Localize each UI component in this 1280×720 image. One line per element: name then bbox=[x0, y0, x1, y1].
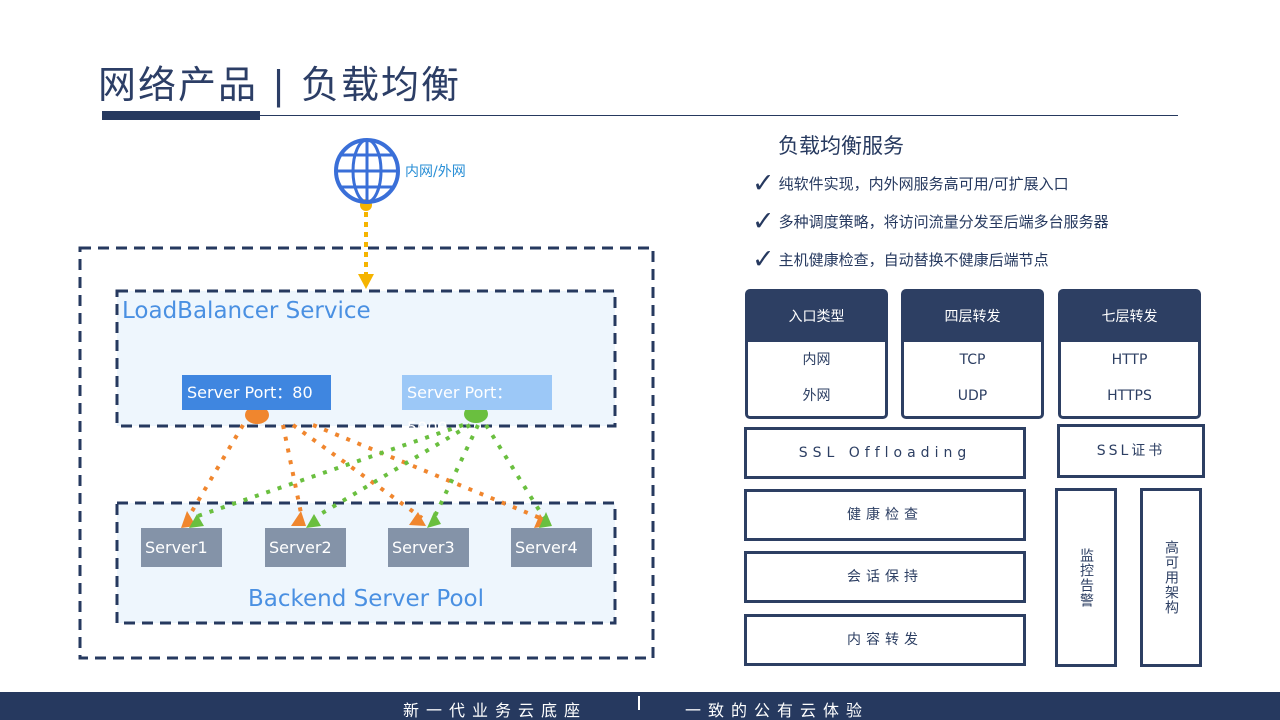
card-item: 外网 bbox=[802, 388, 831, 404]
page-title: 网络产品 | 负载均衡 bbox=[98, 63, 461, 107]
server-2: Server2 bbox=[265, 528, 346, 567]
backend-pool-title: Backend Server Pool bbox=[248, 586, 484, 612]
monitoring-alert-label: 监控告警 bbox=[1078, 547, 1094, 608]
server-4: Server4 bbox=[511, 528, 592, 567]
ssl-cert-box: SSL证书 bbox=[1057, 424, 1205, 478]
card-l4-forwarding: 四层转发 TCP UDP bbox=[901, 289, 1044, 419]
check-icon: ✓ bbox=[752, 244, 775, 275]
footer-divider bbox=[638, 696, 640, 710]
card-item: HTTP bbox=[1111, 352, 1148, 368]
card-item: TCP bbox=[959, 352, 986, 368]
feature-item: ✓ 主机健康检查，自动替换不健康后端节点 bbox=[752, 246, 1049, 273]
green-traffic-lines bbox=[191, 423, 546, 520]
port1-connector bbox=[245, 406, 269, 424]
footer-bar: 新一代业务云底座 一致的公有云体验 bbox=[0, 692, 1280, 720]
high-availability-box: 高可用架构 bbox=[1140, 488, 1202, 667]
feature-item: ✓ 纯软件实现，内外网服务高可用/可扩展入口 bbox=[752, 170, 1069, 197]
globe-arrow-head bbox=[358, 274, 374, 289]
lb-service-title: LoadBalancer Service bbox=[122, 298, 371, 324]
card-l7-forwarding: 七层转发 HTTP HTTPS bbox=[1058, 289, 1201, 419]
card-entry-type: 入口类型 内网 外网 bbox=[745, 289, 888, 419]
feature-text: 主机健康检查，自动替换不健康后端节点 bbox=[778, 251, 1049, 269]
feature-text: 纯软件实现，内外网服务高可用/可扩展入口 bbox=[778, 175, 1069, 193]
orange-traffic-lines bbox=[186, 423, 541, 520]
network-scope-label: 内网/外网 bbox=[405, 164, 466, 180]
health-check-box: 健康检查 bbox=[744, 489, 1026, 541]
arrow-heads bbox=[181, 511, 552, 528]
title-underline-accent bbox=[102, 111, 260, 120]
server-3: Server3 bbox=[388, 528, 469, 567]
card-header: 七层转发 bbox=[1061, 292, 1198, 342]
ssl-offloading-box: SSL Offloading bbox=[744, 427, 1026, 479]
feature-text: 多种调度策略，将访问流量分发至后端多台服务器 bbox=[778, 213, 1109, 231]
card-header: 入口类型 bbox=[748, 292, 885, 342]
server-1: Server1 bbox=[141, 528, 222, 567]
outer-dashed-frame bbox=[78, 246, 655, 660]
high-availability-label: 高可用架构 bbox=[1163, 540, 1179, 615]
monitoring-alert-box: 监控告警 bbox=[1055, 488, 1117, 667]
card-header: 四层转发 bbox=[904, 292, 1041, 342]
server-port-80: Server Port：80 bbox=[182, 375, 331, 410]
content-forwarding-box: 内容转发 bbox=[744, 614, 1026, 666]
title-underline bbox=[260, 115, 1178, 116]
server-port-5000: Server Port：5000 bbox=[402, 375, 552, 437]
globe-icon bbox=[334, 138, 400, 204]
card-item: UDP bbox=[957, 388, 988, 404]
footer-right-text: 一致的公有云体验 bbox=[685, 701, 870, 720]
card-item: HTTPS bbox=[1107, 388, 1152, 404]
check-icon: ✓ bbox=[752, 168, 775, 199]
footer-left-text: 新一代业务云底座 bbox=[403, 701, 588, 720]
check-icon: ✓ bbox=[752, 206, 775, 237]
service-title: 负载均衡服务 bbox=[778, 134, 904, 158]
feature-item: ✓ 多种调度策略，将访问流量分发至后端多台服务器 bbox=[752, 208, 1109, 235]
session-persistence-box: 会话保持 bbox=[744, 551, 1026, 603]
card-item: 内网 bbox=[802, 352, 831, 368]
